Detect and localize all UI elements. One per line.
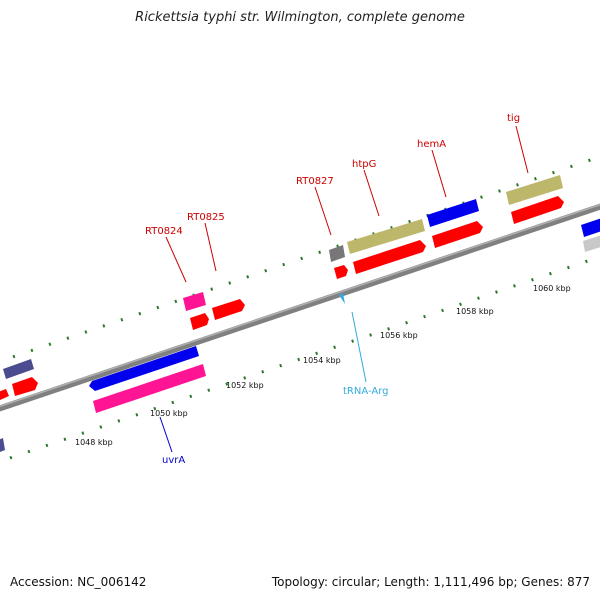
feature-right-silver[interactable] [583,235,600,252]
feature-rt0825[interactable] [212,299,245,320]
gene-label-hema[interactable]: hemA [417,139,446,150]
tick-label-1054: 1054 kbp [303,356,341,365]
leader-rt0827 [314,186,332,236]
feature-rt0824[interactable] [183,292,206,311]
feature-uvra-blue[interactable] [89,346,199,391]
gene-label-trna-arg[interactable]: tRNA-Arg [343,386,388,397]
feature-left-red-a[interactable] [12,377,38,396]
genome-summary: Topology: circular; Length: 1,111,496 bp… [271,575,590,589]
tick-label-1056: 1056 kbp [380,331,418,340]
leader-trna-arg [351,311,367,383]
leader-rt0824 [165,236,187,283]
gene-label-tig[interactable]: tig [507,113,520,124]
feature-pink[interactable] [93,364,206,413]
leader-uvra [159,416,173,453]
gene-label-rt0824[interactable]: RT0824 [145,226,183,237]
feature-bottom-left[interactable] [0,438,5,452]
gene-label-rt0825[interactable]: RT0825 [187,212,225,223]
feature-rt0827-grey[interactable] [329,245,345,262]
gene-label-rt0827[interactable]: RT0827 [296,176,334,187]
feature-rt0824-red[interactable] [190,313,209,330]
tick-label-1050: 1050 kbp [150,409,188,418]
gene-label-uvra[interactable]: uvrA [162,455,185,466]
feature-htpg[interactable] [347,219,425,254]
feature-htpg-red[interactable] [353,240,426,274]
tick-label-1052: 1052 kbp [226,381,264,390]
feature-hema[interactable] [427,199,479,227]
accession-label: Accession: NC_006142 [10,575,147,589]
feature-left-navy[interactable] [3,359,34,379]
feature-tig[interactable] [506,175,563,205]
feature-hema-red[interactable] [432,221,483,248]
tick-label-1060: 1060 kbp [533,284,571,293]
feature-trna-arg[interactable] [339,293,345,304]
tick-label-1058: 1058 kbp [456,307,494,316]
leader-htpg [363,169,380,217]
genome-backbone-shade [0,203,600,408]
map-title: Rickettsia typhi str. Wilmington, comple… [135,10,465,25]
feature-left-red-b[interactable] [0,389,9,400]
genome-backbone [0,203,600,412]
feature-right-blue[interactable] [581,218,600,237]
leader-tig [515,125,529,174]
feature-tig-red[interactable] [511,196,564,224]
tick-label-1048: 1048 kbp [75,438,113,447]
feature-rt0827-red[interactable] [334,265,348,279]
leader-rt0825 [204,222,217,272]
gene-label-htpg[interactable]: htpG [352,159,376,170]
leader-hema [431,149,447,198]
